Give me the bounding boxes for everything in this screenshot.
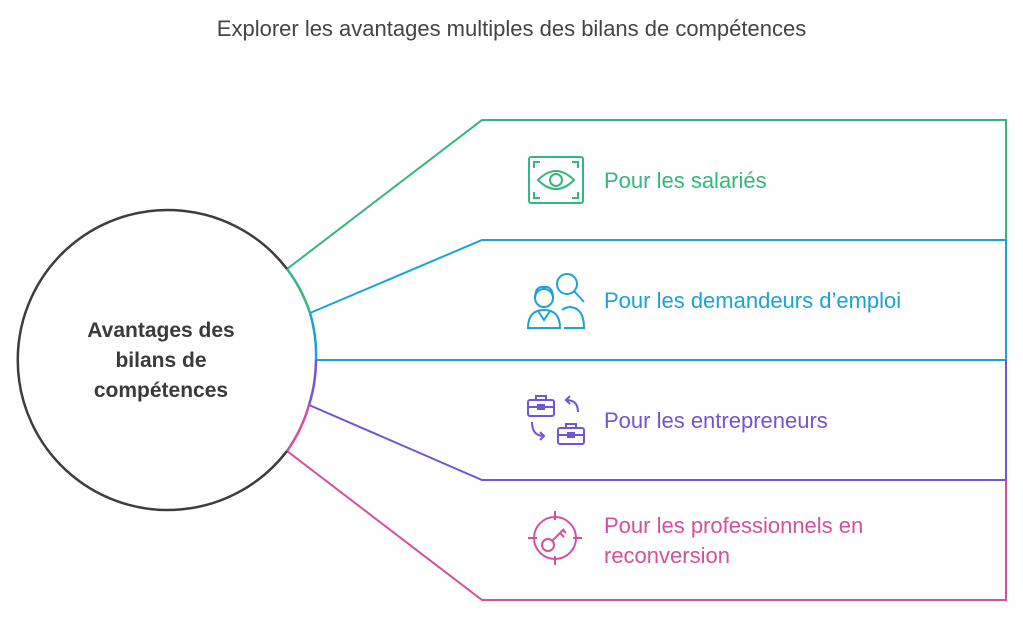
item-label-reconversion: Pour les professionnels en reconversion (604, 511, 863, 571)
section-1-arc (286, 268, 312, 314)
section-3-outline (308, 360, 1007, 481)
item-label-line: reconversion (604, 543, 730, 568)
section-3-arc (307, 359, 318, 406)
item-label-line: Pour les demandeurs d’emploi (604, 288, 902, 313)
item-label-salaries: Pour les salariés (604, 166, 767, 196)
target-key-icon (528, 511, 582, 565)
item-label-demandeurs: Pour les demandeurs d’emploi (604, 286, 901, 316)
section-2-arc (308, 312, 318, 361)
briefcase-swap-icon (527, 395, 585, 445)
section-1-outline (286, 119, 1007, 270)
center-label-line: compétences (93, 379, 229, 402)
item-label-line: Pour les entrepreneurs (604, 408, 828, 433)
diagram-title: Explorer les avantages multiples des bil… (216, 16, 807, 41)
section-4-arc (285, 404, 311, 452)
center-label-line: Avantages des (87, 319, 235, 342)
people-search-icon (526, 273, 586, 329)
item-label-line: Pour les professionnels en (604, 513, 864, 538)
center-label: Avantages des bilans de compétences (56, 316, 266, 406)
section-4-outline (286, 450, 1007, 601)
section-2-outline (309, 239, 1007, 361)
item-label-line: Pour les salariés (604, 168, 767, 193)
eye-scan-icon (528, 156, 584, 204)
item-label-entrepreneurs: Pour les entrepreneurs (604, 406, 828, 436)
center-label-line: bilans de (115, 349, 207, 372)
center-circle (16, 208, 288, 512)
